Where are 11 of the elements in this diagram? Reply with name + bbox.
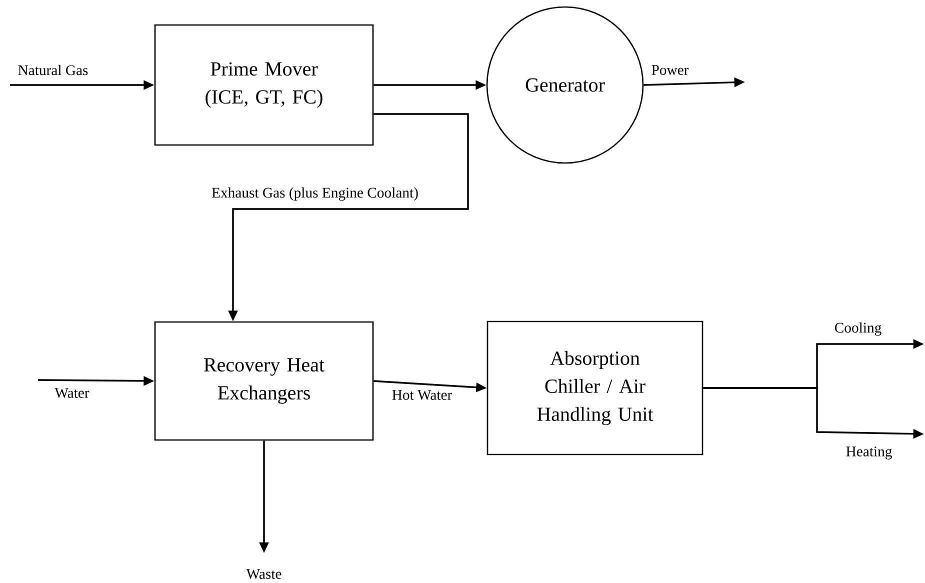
- process-box: Recovery Heat Exchangers: [154, 321, 374, 441]
- edge-label: Cooling: [833, 321, 883, 337]
- process-box: Prime Mover (ICE, GT, FC): [154, 24, 374, 146]
- edge-label: Exhaust Gas (plus Engine Coolant): [210, 186, 420, 202]
- edge-label: Power: [650, 64, 690, 76]
- edge-label: Water: [53, 386, 91, 400]
- edge-label: Natural Gas: [16, 64, 90, 76]
- edge-label: Heating: [844, 445, 894, 461]
- edge-label: Waste: [244, 568, 284, 580]
- process-box: Absorption Chiller / Air Handling Unit: [486, 320, 704, 456]
- edge-label: Hot Water: [390, 388, 454, 402]
